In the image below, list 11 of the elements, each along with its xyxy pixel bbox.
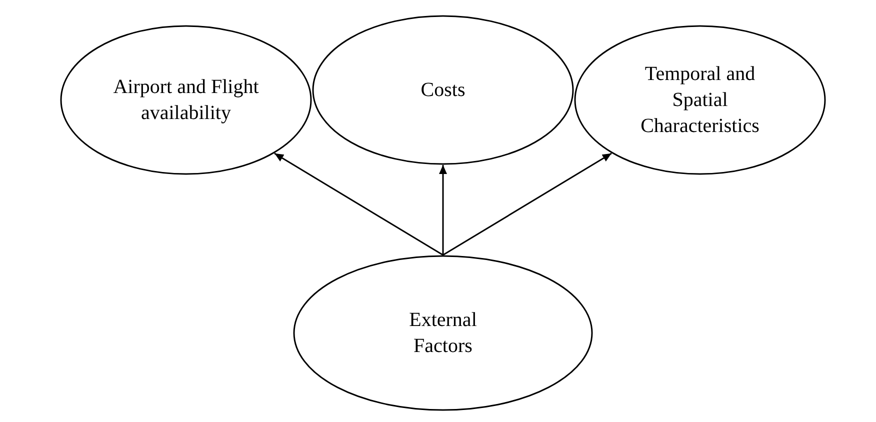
node-label: External Factors [408,308,478,359]
arrow [274,152,444,256]
ellipse-node [60,25,312,175]
node-label: Costs [420,78,466,103]
arrow [442,152,612,256]
arrow [439,165,447,255]
node-label: Temporal and Spatial Characteristics [640,62,760,139]
node-label: Airport and Flight availability [112,75,260,126]
ellipse-node [574,25,826,175]
ellipse-node [293,255,593,411]
ellipse-node [312,15,574,165]
